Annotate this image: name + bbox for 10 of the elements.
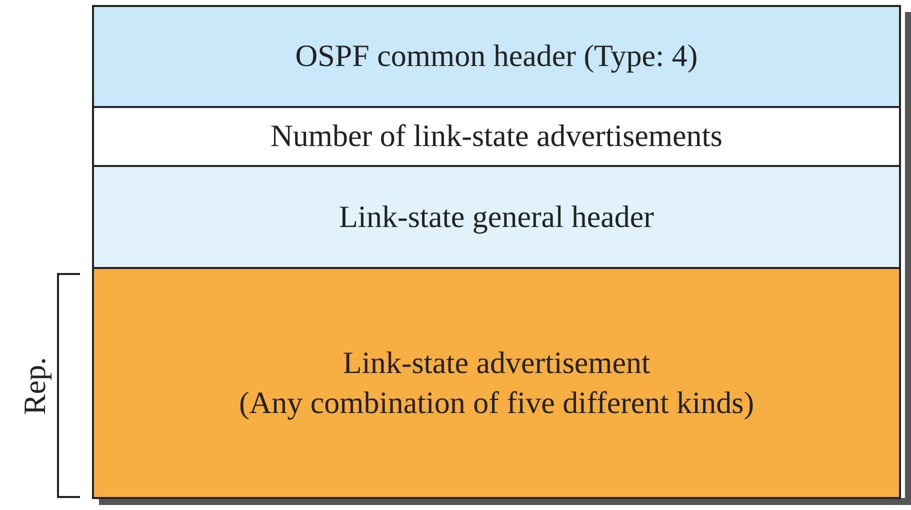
repeat-label: Rep.: [16, 356, 53, 417]
field-label: Link-state general header: [339, 198, 654, 236]
field-description: (Any combination of five different kinds): [238, 384, 754, 422]
count-field: [92, 106, 901, 167]
field-label: OSPF common header (Type: 4): [295, 37, 698, 76]
header-field: [92, 165, 901, 269]
advertisement-field: [92, 267, 901, 499]
field-label: Link-state advertisement: [342, 344, 650, 382]
header-field: [92, 5, 901, 108]
field-label: Number of link-state advertisements: [270, 117, 722, 156]
